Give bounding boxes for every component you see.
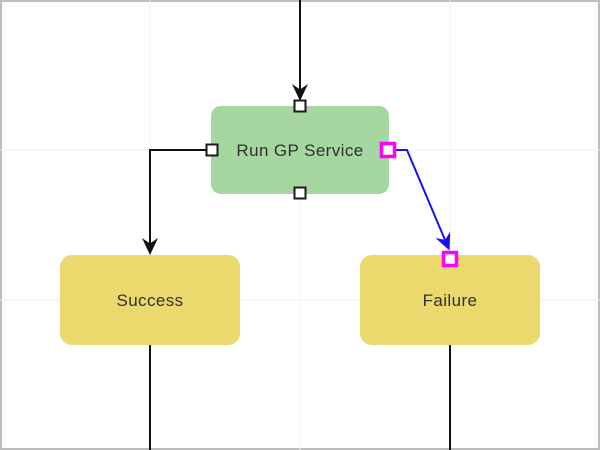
port-gp-top-icon[interactable]	[293, 99, 307, 113]
arrowhead-gp-to-success-icon	[142, 238, 158, 255]
node-failure-label: Failure	[423, 291, 478, 310]
node-run-gp-service[interactable]	[211, 106, 389, 194]
connection-ports	[205, 99, 459, 268]
node-success[interactable]	[60, 255, 240, 345]
node-labels: Run GP Service Success Failure	[116, 141, 477, 310]
arrowhead-gp-to-failure-icon	[435, 231, 451, 251]
node-success-label: Success	[116, 291, 183, 310]
connector-gp-to-failure-selected[interactable]	[396, 149, 446, 241]
port-gp-left-icon[interactable]	[205, 143, 219, 157]
port-failure-top-selected-icon[interactable]	[441, 250, 459, 268]
node-run-gp-service-label: Run GP Service	[236, 141, 363, 160]
nodes	[60, 106, 540, 345]
connectors	[142, 0, 451, 450]
connector-gp-to-success[interactable]	[149, 149, 207, 244]
port-gp-bottom-icon[interactable]	[293, 186, 307, 200]
node-failure[interactable]	[360, 255, 540, 345]
port-gp-right-selected-icon[interactable]	[379, 141, 397, 159]
arrowhead-incoming-top-icon	[292, 84, 308, 101]
